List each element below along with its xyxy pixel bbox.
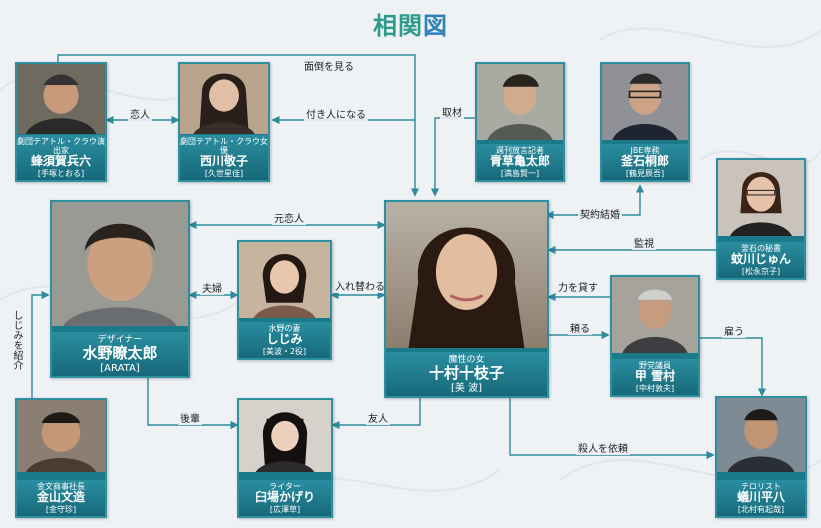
card-aokusa[interactable]: 週刊放言記者青草亀太郎[満島賢一] (475, 62, 565, 182)
card-kamaishi[interactable]: JBE専務釜石桐郎[鶴見辰吾] (600, 62, 690, 182)
actor-hachiyaga: [手塚とおる] (37, 168, 85, 178)
label-yuujin: 友人 (366, 410, 390, 425)
portrait-kaneyama (17, 400, 105, 472)
card-kou[interactable]: 野党議員甲 雪村[中村敦夫] (610, 275, 700, 397)
role-usuba: ライター (269, 481, 301, 491)
label-satsujin: 殺人を依頼 (576, 440, 630, 455)
actor-nishikawa: [久世星佳] (204, 168, 244, 178)
name-mizuno: 水野瞭太郎 (82, 344, 158, 363)
role-nishikawa: 劇団テアトル・クラウ女優 (180, 136, 268, 155)
role-kou: 野党議員 (639, 360, 671, 370)
role-kaneyama: 金文商事社長 (37, 481, 85, 491)
actor-kamaishi: [鶴見辰吾] (625, 168, 665, 178)
label-keiyaku: 契約結婚 (578, 206, 622, 221)
actor-kamikawa: [松永京子] (741, 266, 781, 276)
portrait-segawa (717, 398, 805, 472)
name-kou: 甲 雪村 (634, 369, 676, 384)
name-nishikawa: 西川敬子 (199, 154, 248, 169)
name-tomura: 十村十枝子 (428, 364, 504, 383)
diagram-title: 相関図 (0, 6, 821, 41)
actor-aokusa: [満島賢一] (500, 168, 540, 178)
role-tomura: 魔性の女 (448, 354, 485, 365)
name-kamikawa: 蚊川じゅん (730, 252, 791, 267)
portrait-aokusa (477, 64, 563, 140)
card-segawa[interactable]: テロリスト蟻川平八[北村有起哉] (715, 396, 807, 518)
name-aokusa: 青草亀太郎 (489, 154, 550, 169)
label-tsukibito: 付き人になる (304, 106, 368, 121)
portrait-kamaishi (602, 64, 688, 140)
label-irekawaru: 入れ替わる (333, 278, 387, 293)
label-fuufu: 夫婦 (200, 280, 224, 295)
card-nishikawa[interactable]: 劇団テアトル・クラウ女優西川敬子[久世星佳] (178, 62, 270, 182)
portrait-hachiyaga (17, 64, 105, 134)
actor-usuba: [広澤草] (269, 504, 301, 514)
label-shoukai: しじみを紹介 (9, 310, 24, 370)
label-yatou: 雇う (722, 323, 746, 338)
portrait-kou (612, 277, 698, 353)
label-motokoibito: 元恋人 (272, 210, 306, 225)
card-mizuno[interactable]: デザイナー水野瞭太郎[ARATA] (50, 200, 190, 378)
card-tomura[interactable]: 魔性の女十村十枝子[美 波] (384, 200, 549, 398)
role-segawa: テロリスト (741, 481, 781, 491)
name-kaneyama: 金山文造 (36, 490, 85, 505)
portrait-usuba (239, 400, 331, 472)
actor-kou: [中村敦夫] (635, 383, 675, 393)
role-kamikawa: 釜石の秘書 (741, 243, 781, 253)
card-kaneyama[interactable]: 金文商事社長金山文造[金守珍] (15, 398, 107, 518)
role-aokusa: 週刊放言記者 (496, 145, 544, 155)
label-chikara: 力を貸す (556, 279, 600, 294)
portrait-shijimi (239, 242, 330, 318)
label-koibito: 恋人 (128, 106, 152, 121)
card-kamikawa[interactable]: 釜石の秘書蚊川じゅん[松永京子] (716, 158, 806, 280)
actor-shijimi: [美波・2役] (262, 346, 307, 356)
title-part1: 相関 (373, 12, 423, 40)
name-shijimi: しじみ (266, 332, 303, 347)
card-shijimi[interactable]: 水野の妻しじみ[美波・2役] (237, 240, 332, 360)
actor-tomura: [美 波] (451, 382, 482, 394)
label-kanshi: 監視 (632, 235, 656, 250)
role-shijimi: 水野の妻 (268, 323, 301, 333)
name-segawa: 蟻川平八 (736, 490, 785, 505)
label-mendou: 面倒を見る (302, 58, 356, 73)
name-usuba: 臼場かげり (254, 490, 315, 505)
portrait-mizuno (52, 202, 188, 326)
portrait-kamikawa (718, 160, 804, 236)
actor-kaneyama: [金守珍] (45, 504, 77, 514)
label-tanomu: 頼る (568, 320, 592, 335)
card-hachiyaga[interactable]: 劇団テアトル・クラウ演出家蜂須賀兵六[手塚とおる] (15, 62, 107, 182)
label-kouhai: 後輩 (178, 410, 202, 425)
card-usuba[interactable]: ライター臼場かげり[広澤草] (237, 398, 333, 518)
role-hachiyaga: 劇団テアトル・クラウ演出家 (17, 136, 105, 155)
actor-mizuno: [ARATA] (100, 362, 140, 374)
role-mizuno: デザイナー (97, 334, 143, 345)
name-hachiyaga: 蜂須賀兵六 (30, 154, 91, 169)
name-kamaishi: 釜石桐郎 (620, 154, 669, 169)
role-kamaishi: JBE専務 (630, 145, 660, 155)
actor-segawa: [北村有起哉] (737, 504, 785, 514)
title-part2: 図 (423, 12, 448, 40)
label-shuzai: 取材 (440, 104, 464, 119)
portrait-tomura (386, 202, 547, 348)
portrait-nishikawa (180, 64, 268, 134)
